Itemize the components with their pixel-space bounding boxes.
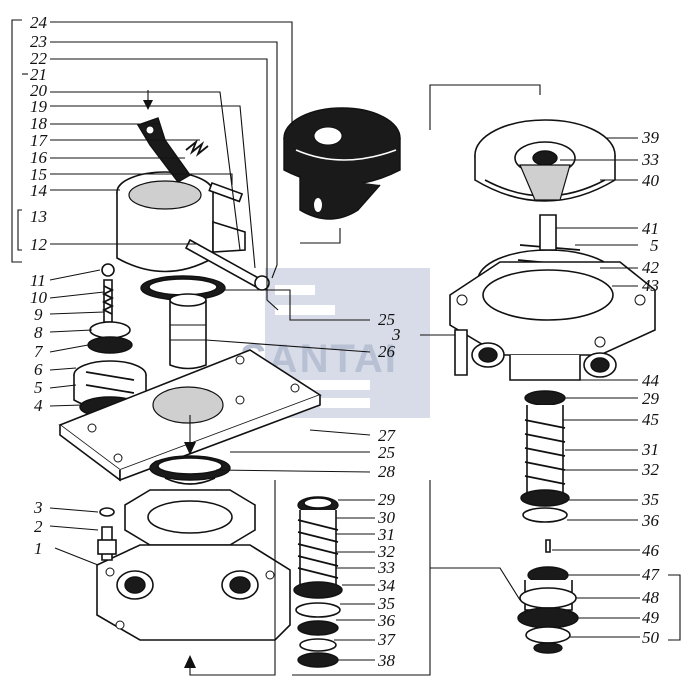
callout-3b: 3 xyxy=(391,325,401,344)
callout-31b: 31 xyxy=(641,440,659,459)
callout-50: 50 xyxy=(642,628,660,647)
lower-body-1 xyxy=(96,455,291,676)
callout-33a: 33 xyxy=(377,558,395,577)
callout-8: 8 xyxy=(34,323,43,342)
callout-17: 17 xyxy=(30,131,49,150)
callout-20: 20 xyxy=(30,81,48,100)
callout-25b: 25 xyxy=(378,443,395,462)
callout-14: 14 xyxy=(30,181,48,200)
callout-18: 18 xyxy=(30,114,48,133)
middle-stack xyxy=(292,480,431,676)
callout-29a: 29 xyxy=(378,490,396,509)
callout-42: 42 xyxy=(642,258,660,277)
callout-9: 9 xyxy=(34,305,43,324)
callout-10: 10 xyxy=(30,288,48,307)
callout-31a: 31 xyxy=(377,525,395,544)
callout-12: 12 xyxy=(30,235,48,254)
callout-2: 2 xyxy=(34,517,43,536)
callout-43: 43 xyxy=(642,276,659,295)
callout-16: 16 xyxy=(30,148,48,167)
callout-34: 34 xyxy=(377,576,396,595)
upper-valve-assembly xyxy=(116,90,270,370)
cap-24 xyxy=(283,107,401,220)
callout-27: 27 xyxy=(378,426,397,445)
callout-44: 44 xyxy=(642,371,660,390)
callout-4: 4 xyxy=(34,396,43,415)
callout-36b: 36 xyxy=(641,511,660,530)
callout-48: 48 xyxy=(642,588,660,607)
callout-21: 21 xyxy=(30,65,47,84)
callout-39: 39 xyxy=(641,128,660,147)
callout-7: 7 xyxy=(34,342,44,361)
right-bottom-valve xyxy=(517,539,579,654)
callout-23: 23 xyxy=(30,32,47,51)
small-valve-assembly xyxy=(73,263,147,418)
callout-29b: 29 xyxy=(642,389,660,408)
callout-41: 41 xyxy=(642,219,659,238)
callout-33b: 33 xyxy=(641,150,659,169)
callout-47: 47 xyxy=(642,565,661,584)
callout-25a: 25 xyxy=(378,310,395,329)
callout-24: 24 xyxy=(30,13,48,32)
callout-49: 49 xyxy=(642,608,660,627)
callout-15: 15 xyxy=(30,165,47,184)
callout-40: 40 xyxy=(642,171,660,190)
callout-1: 1 xyxy=(34,539,43,558)
callout-45: 45 xyxy=(642,410,659,429)
callout-32b: 32 xyxy=(641,460,660,479)
diaphragm-assembly xyxy=(429,84,616,202)
callout-22: 22 xyxy=(30,49,48,68)
leader-lines xyxy=(11,19,681,661)
callout-32a: 32 xyxy=(377,542,396,561)
callout-labels: 24 23 22 21 20 19 18 17 16 15 14 13 12 1… xyxy=(30,13,661,670)
callout-11: 11 xyxy=(30,271,46,290)
callout-13: 13 xyxy=(30,207,47,226)
callout-5b: 5 xyxy=(650,236,659,255)
callout-46: 46 xyxy=(642,541,660,560)
callout-38: 38 xyxy=(377,651,396,670)
callout-37: 37 xyxy=(377,630,397,649)
callout-30: 30 xyxy=(377,508,396,527)
callout-19: 19 xyxy=(30,97,48,116)
callout-26: 26 xyxy=(378,342,396,361)
right-lower-stack xyxy=(520,390,570,523)
callout-3a: 3 xyxy=(33,498,43,517)
callout-5a: 5 xyxy=(34,378,43,397)
callout-6: 6 xyxy=(34,360,43,379)
right-housing xyxy=(449,214,656,381)
callout-36a: 36 xyxy=(377,611,396,630)
callout-35a: 35 xyxy=(377,594,395,613)
callout-28: 28 xyxy=(378,462,396,481)
callout-35b: 35 xyxy=(641,490,659,509)
